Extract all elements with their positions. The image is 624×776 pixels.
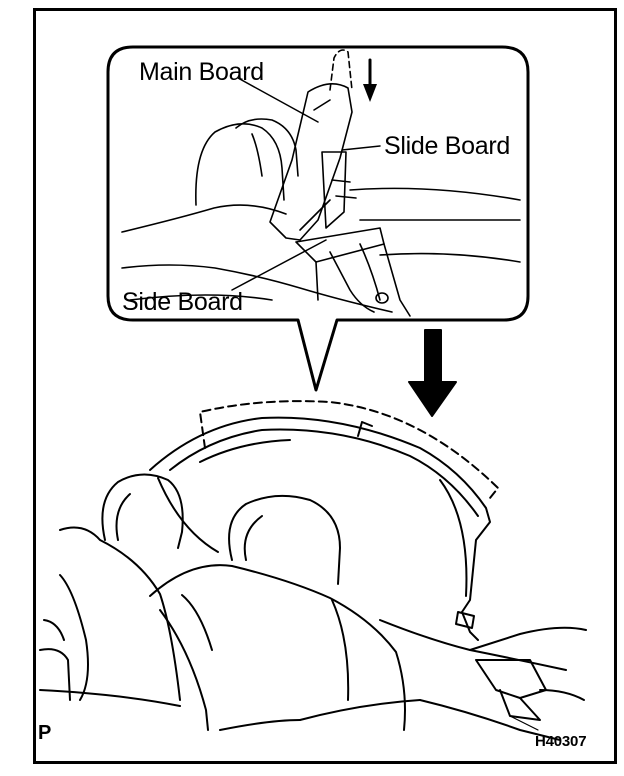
detail-view xyxy=(121,49,521,317)
small-down-arrow-icon xyxy=(363,58,377,102)
figure-code: H40307 xyxy=(535,733,587,750)
figure-frame xyxy=(33,8,617,764)
corner-mark: P xyxy=(38,722,52,744)
main-board-label: Main Board xyxy=(139,58,264,86)
callout-bubble xyxy=(106,45,530,392)
side-board-label: Side Board xyxy=(122,288,243,316)
down-arrow-icon xyxy=(408,329,457,417)
main-view xyxy=(39,400,587,741)
slide-board-label: Slide Board xyxy=(384,132,510,160)
